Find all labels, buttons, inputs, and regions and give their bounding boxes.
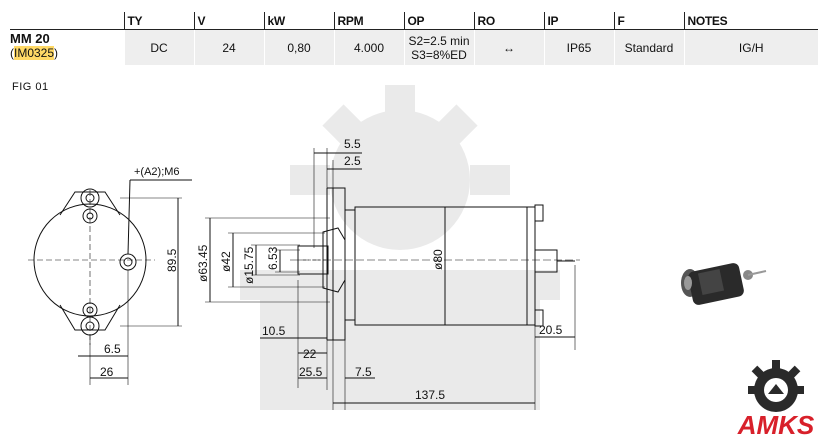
model-code-open: (: [10, 46, 14, 60]
cell-op: S2=2.5 min S3=8%ED: [403, 29, 474, 65]
header-f: F: [613, 12, 684, 30]
table-row: MM 20 (IM0325) DC 24 0,80 4.000 S2=2.5 m…: [10, 29, 818, 65]
model-name: MM 20: [10, 31, 50, 46]
dim-6-5: 6.5: [104, 342, 121, 356]
cell-v: 24: [193, 29, 264, 65]
op-line2: S3=8%ED: [411, 47, 467, 62]
motor-photo: [681, 263, 767, 305]
header-notes: NOTES: [683, 12, 818, 30]
cell-ip: IP65: [543, 29, 614, 65]
model-cell: MM 20 (IM0325): [10, 29, 124, 65]
dim-137-5: 137.5: [415, 388, 445, 402]
dim-5-5: 5.5: [344, 137, 361, 151]
dim-22: 22: [303, 347, 317, 361]
logo-text: AMKS: [737, 410, 815, 440]
header-ty: TY: [123, 12, 194, 30]
front-view: [28, 179, 192, 385]
dim-80: ø80: [431, 249, 445, 270]
model-code-close: ): [54, 46, 59, 60]
dim-2-5: 2.5: [344, 154, 361, 168]
dim-26: 26: [100, 365, 114, 379]
header-rpm: RPM: [333, 12, 404, 30]
spec-table: TY V kW RPM OP RO IP F NOTES MM 20 (IM03…: [10, 12, 818, 65]
dim-10-5: 10.5: [262, 324, 286, 338]
header-ro: RO: [473, 12, 544, 30]
dim-15-75: ø15.75: [242, 246, 256, 284]
side-view: [205, 148, 580, 410]
cell-ro: ↔: [473, 29, 544, 65]
header-op: OP: [403, 12, 474, 30]
dim-89-5: 89.5: [165, 248, 179, 272]
technical-drawing: +(A2);M6 89.5 6.5 26: [28, 137, 580, 410]
figure-label: FIG 01: [12, 81, 49, 93]
cell-f: Standard: [613, 29, 684, 65]
cell-kw: 0,80: [263, 29, 334, 65]
cell-rpm: 4.000: [333, 29, 404, 65]
dim-42: ø42: [219, 251, 233, 272]
amks-logo: AMKS: [737, 360, 815, 440]
header-kw: kW: [263, 12, 334, 30]
header-v: V: [193, 12, 264, 30]
model-code: (IM0325): [10, 46, 124, 60]
cell-notes: IG/H: [683, 29, 818, 65]
dim-20-5: 20.5: [539, 323, 563, 337]
header-blank: [10, 12, 124, 30]
dim-25-5: 25.5: [299, 365, 323, 379]
op-line1: S2=2.5 min: [408, 33, 470, 48]
dim-63-45: ø63.45: [196, 244, 210, 282]
model-code-value: IM0325: [14, 46, 55, 60]
table-header-row: TY V kW RPM OP RO IP F NOTES: [10, 12, 818, 30]
header-ip: IP: [543, 12, 614, 30]
dim-7-5: 7.5: [355, 365, 372, 379]
dim-hole: +(A2);M6: [134, 166, 180, 178]
cell-ty: DC: [123, 29, 194, 65]
dim-6-53: 6.53: [266, 246, 280, 270]
